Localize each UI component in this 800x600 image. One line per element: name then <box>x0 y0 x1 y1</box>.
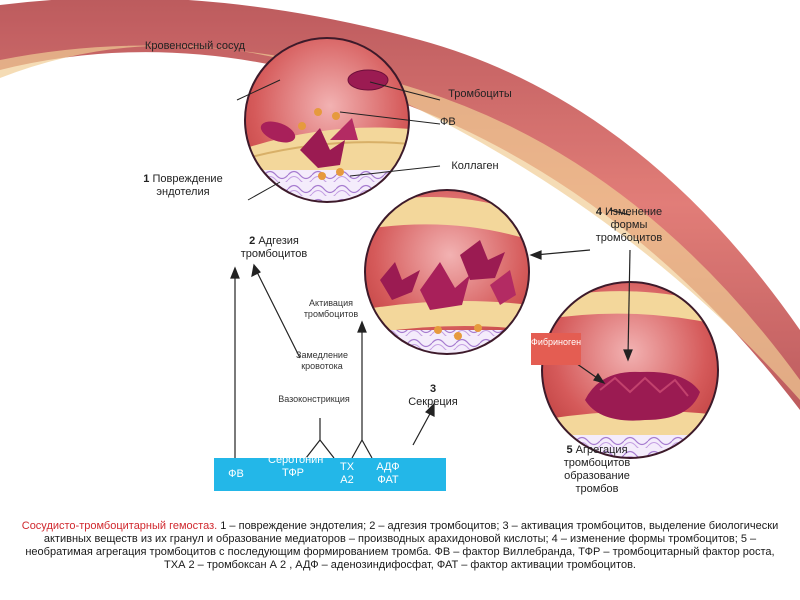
step5-number: 5 <box>566 444 573 456</box>
label-activation: Активация тромбоцитов <box>303 298 359 319</box>
magnifier-circle-2 <box>365 190 529 354</box>
step3-text: Секреция <box>408 396 458 408</box>
label-fv: ФВ <box>440 116 456 128</box>
label-vasoconstriction: Вазоконстрикция <box>278 394 350 404</box>
label-platelets: Тромбоциты <box>448 88 512 100</box>
bar-item-serotonin: Серотонин ТФР <box>268 454 324 479</box>
step2-number: 2 <box>249 235 256 247</box>
label-step3: 3 Секреция <box>398 383 468 409</box>
bar-item-fv: ФВ <box>228 468 244 480</box>
label-slowing: Замедление кровотока <box>296 350 348 371</box>
step2-text: Адгезия тромбоцитов <box>240 235 308 260</box>
label-collagen: Коллаген <box>451 160 499 172</box>
step4-text: Изменение формы тромбоцитов <box>595 206 663 244</box>
label-vessel: Кровеносный сосуд <box>144 40 246 52</box>
magnifier-circle-1 <box>245 38 409 202</box>
label-step2: 2 Адгезия тромбоцитов <box>224 235 324 261</box>
label-step5: 5 Агрегация тромбоцитов образование тром… <box>552 444 642 496</box>
label-step1: 1 Повреждение эндотелия <box>128 173 238 199</box>
step1-number: 1 <box>143 173 150 185</box>
pointer-lines <box>236 79 441 201</box>
caption-title: Сосудисто-тромбоцитарный гемостаз. <box>21 520 218 532</box>
step1-text: Повреждение эндотелия <box>152 173 223 198</box>
step3-number: 3 <box>429 383 437 395</box>
caption-body: 1 – повреждение эндотелия; 2 – адгезия т… <box>25 520 779 571</box>
step4-number: 4 <box>595 206 602 218</box>
step5-text: Агрегация тромбоцитов образование тромбо… <box>563 444 631 495</box>
mediator-bar <box>214 458 446 491</box>
magnifier-circle-3 <box>542 282 718 458</box>
label-fibrinogen: Фибриноген <box>531 333 581 365</box>
bar-item-tx: ТХ А2 <box>339 461 355 486</box>
figure-caption: Сосудисто-тромбоцитарный гемостаз. 1 – п… <box>20 520 780 572</box>
label-step4: 4 Изменение формы тромбоцитов <box>583 206 675 245</box>
bar-item-adp: АДФ ФАТ <box>376 461 400 486</box>
